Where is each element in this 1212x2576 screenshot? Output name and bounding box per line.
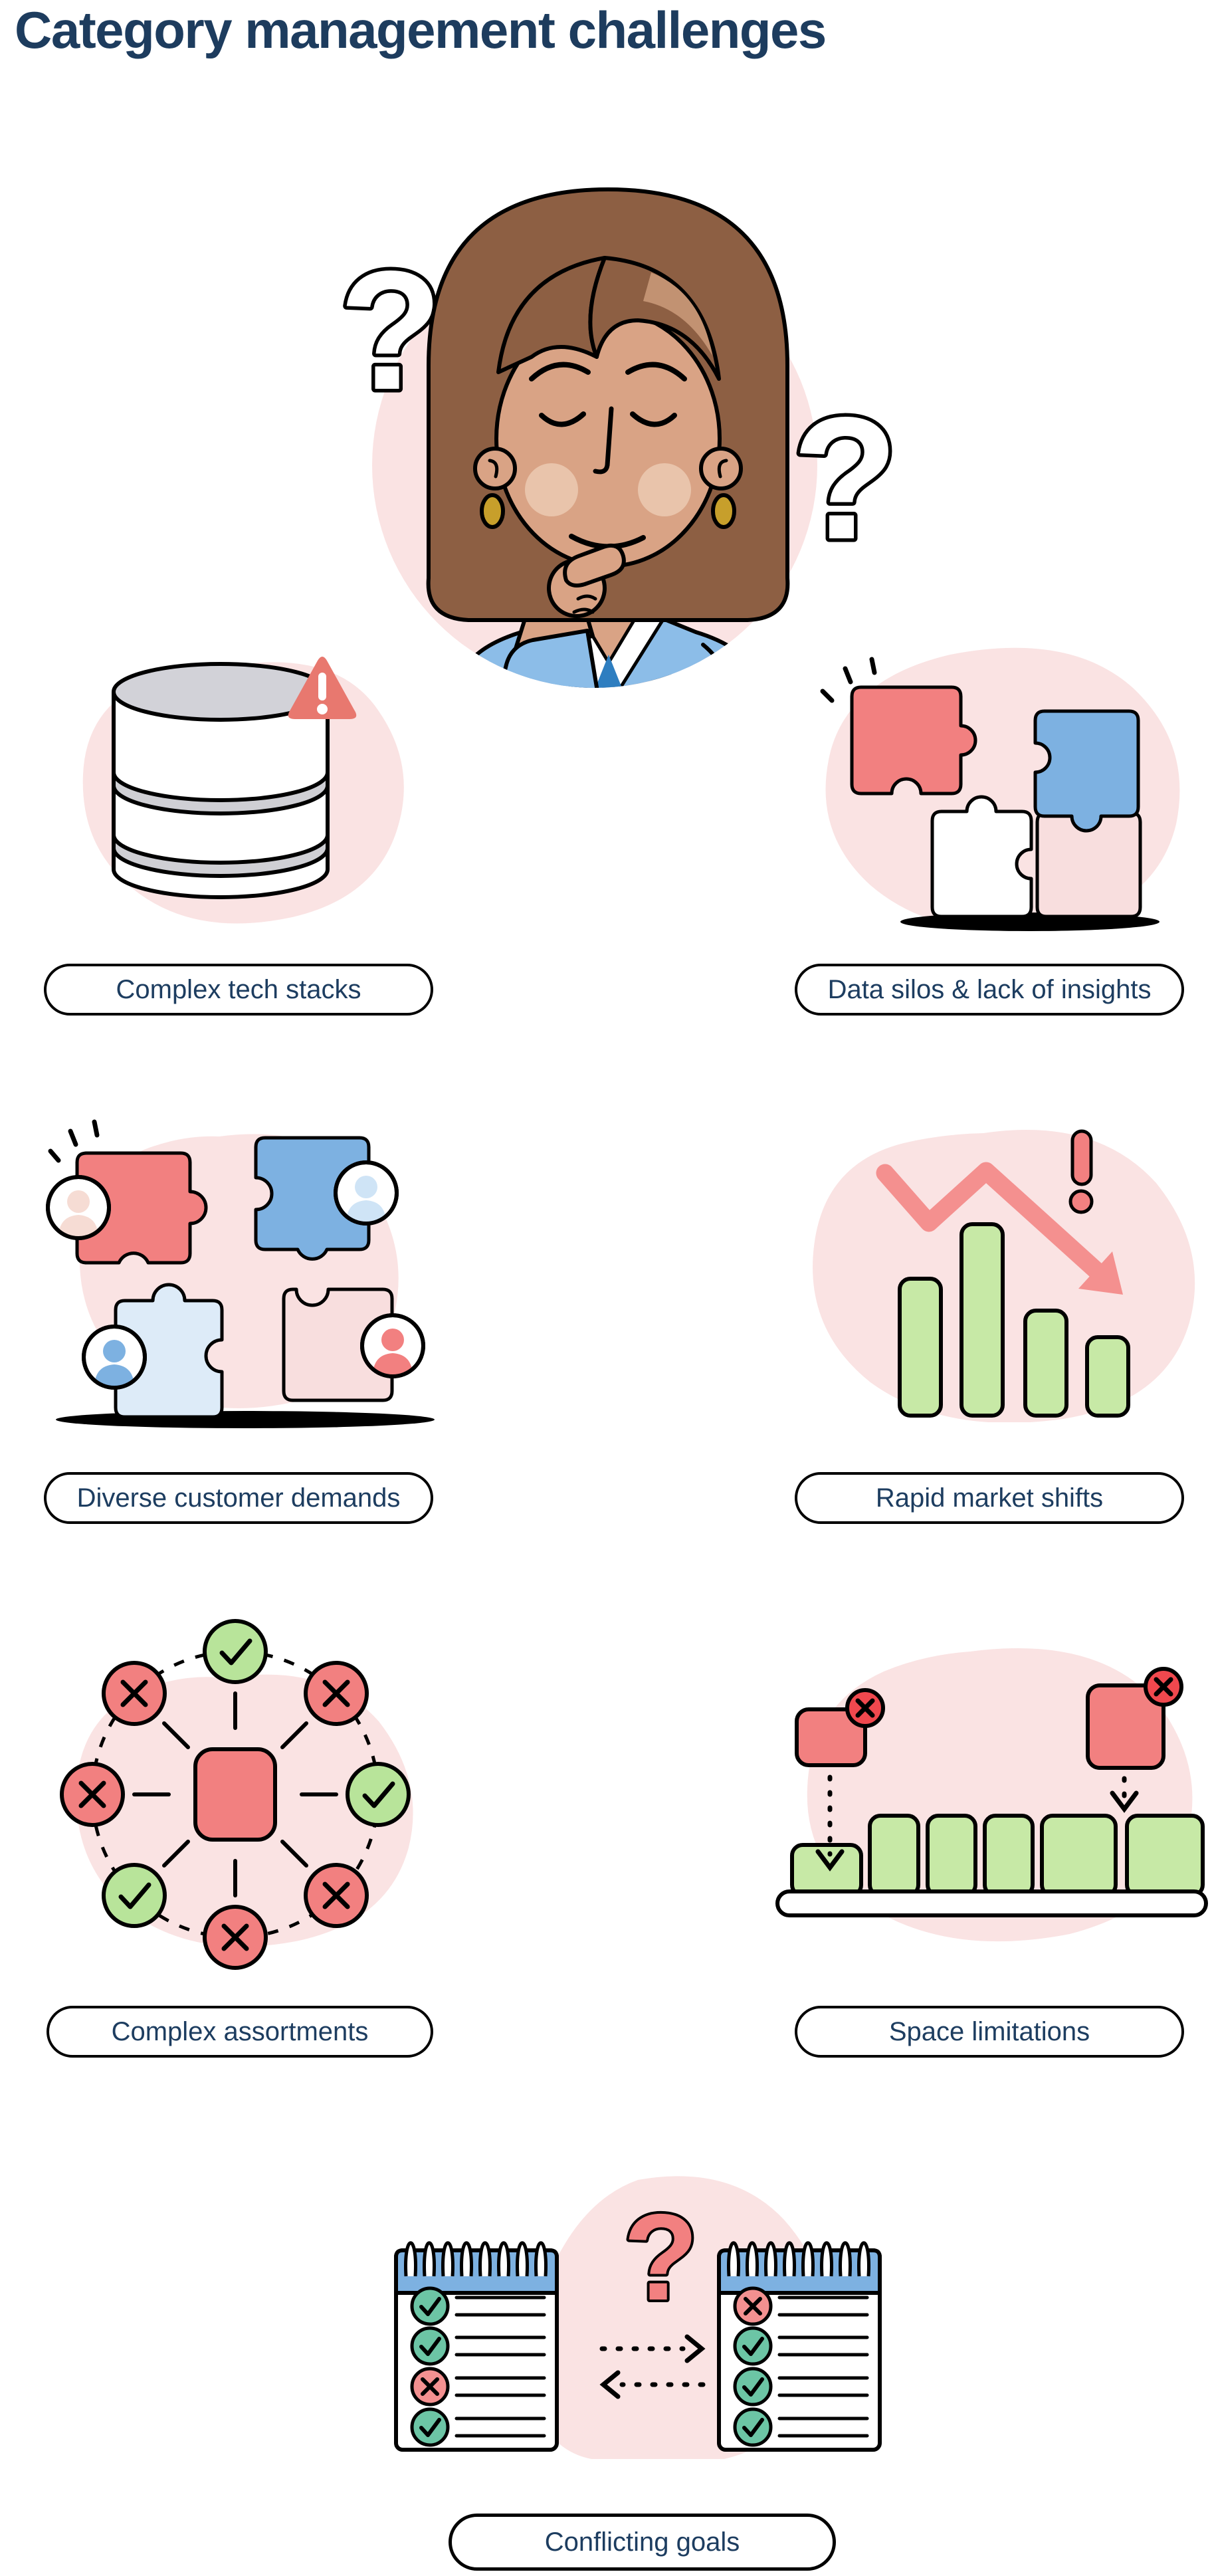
assortment-network-illustration bbox=[40, 1588, 439, 1984]
puzzle-piece-red bbox=[850, 685, 977, 796]
avatar bbox=[334, 1160, 399, 1226]
challenge-label: Conflicting goals bbox=[544, 2527, 740, 2557]
avatar bbox=[360, 1313, 425, 1378]
assortment-nodes bbox=[60, 1619, 411, 1970]
checklist-rows bbox=[410, 2286, 546, 2447]
rejected-box bbox=[1086, 1667, 1183, 1813]
puzzle-piece-pink bbox=[282, 1287, 394, 1402]
dashed-arrow-down bbox=[815, 1774, 845, 1872]
page-title: Category management challenges bbox=[15, 1, 827, 59]
challenge-label-pill: Space limitations bbox=[795, 2006, 1184, 2058]
rejected-box bbox=[795, 1688, 885, 1872]
puzzle-piece-blue bbox=[1033, 709, 1140, 833]
declining-bar-chart-illustration bbox=[784, 1090, 1196, 1426]
puzzle-piece-lightblue bbox=[114, 1283, 224, 1419]
database-warning-illustration bbox=[53, 631, 425, 947]
dashed-arrow-left bbox=[599, 2370, 706, 2399]
puzzle-piece-blue bbox=[254, 1136, 371, 1261]
product-square bbox=[193, 1747, 277, 1842]
warning-icon bbox=[288, 657, 357, 719]
x-badge-icon bbox=[1144, 1667, 1183, 1707]
bar-chart-bars bbox=[898, 1222, 1130, 1418]
thinking-woman-illustration: ? ? bbox=[292, 150, 917, 738]
customer-puzzle-illustration bbox=[20, 1090, 445, 1434]
notepad-icon bbox=[394, 2241, 559, 2452]
dashed-arrow-right bbox=[599, 2334, 706, 2363]
challenge-label-pill: Complex tech stacks bbox=[44, 964, 433, 1016]
question-mark-icon: ? bbox=[789, 377, 902, 580]
shadow bbox=[56, 1411, 435, 1428]
sparkle-lines bbox=[820, 657, 877, 703]
svg-text:?: ? bbox=[792, 381, 898, 576]
challenge-label: Rapid market shifts bbox=[875, 1483, 1104, 1513]
checklist-rows bbox=[733, 2286, 869, 2447]
challenge-label-pill: Diverse customer demands bbox=[44, 1472, 433, 1524]
avatar bbox=[82, 1325, 147, 1390]
svg-text:?: ? bbox=[339, 236, 443, 425]
puzzle-piece-red bbox=[75, 1151, 208, 1265]
challenge-label-pill: Rapid market shifts bbox=[795, 1472, 1184, 1524]
avatar bbox=[46, 1175, 111, 1240]
declining-arrow-icon bbox=[876, 1162, 1123, 1295]
svg-text:?: ? bbox=[623, 2189, 698, 2326]
challenge-label: Data silos & lack of insights bbox=[827, 974, 1152, 1004]
exclamation-icon bbox=[1068, 1129, 1094, 1214]
challenge-label: Diverse customer demands bbox=[76, 1483, 401, 1513]
woman-head bbox=[426, 187, 790, 622]
woman-hand bbox=[547, 543, 626, 618]
sparkle-lines bbox=[48, 1119, 100, 1163]
notepad-icon bbox=[717, 2241, 882, 2452]
question-mark-icon: ? bbox=[621, 2187, 701, 2329]
challenge-label-pill: Data silos & lack of insights bbox=[795, 964, 1184, 1016]
x-badge-icon bbox=[845, 1688, 885, 1728]
challenge-label-pill: Conflicting goals bbox=[449, 2514, 836, 2571]
puzzle-piece-white bbox=[930, 795, 1033, 918]
challenge-label: Complex tech stacks bbox=[116, 974, 361, 1004]
challenge-label: Complex assortments bbox=[111, 2016, 369, 2046]
earring bbox=[711, 493, 736, 529]
database-icon bbox=[112, 662, 330, 899]
question-mark-icon: ? bbox=[336, 233, 447, 429]
disconnected-puzzle-illustration bbox=[784, 625, 1196, 954]
shelf bbox=[775, 1889, 1208, 1917]
radial-lines bbox=[132, 1691, 338, 1897]
challenge-label: Space limitations bbox=[888, 2016, 1090, 2046]
earring bbox=[480, 493, 505, 529]
shelf-space-illustration bbox=[751, 1588, 1209, 1964]
challenge-label-pill: Complex assortments bbox=[47, 2006, 433, 2058]
dashed-arrow-down bbox=[1110, 1776, 1139, 1813]
conflicting-checklists-illustration: ? bbox=[372, 2140, 884, 2462]
